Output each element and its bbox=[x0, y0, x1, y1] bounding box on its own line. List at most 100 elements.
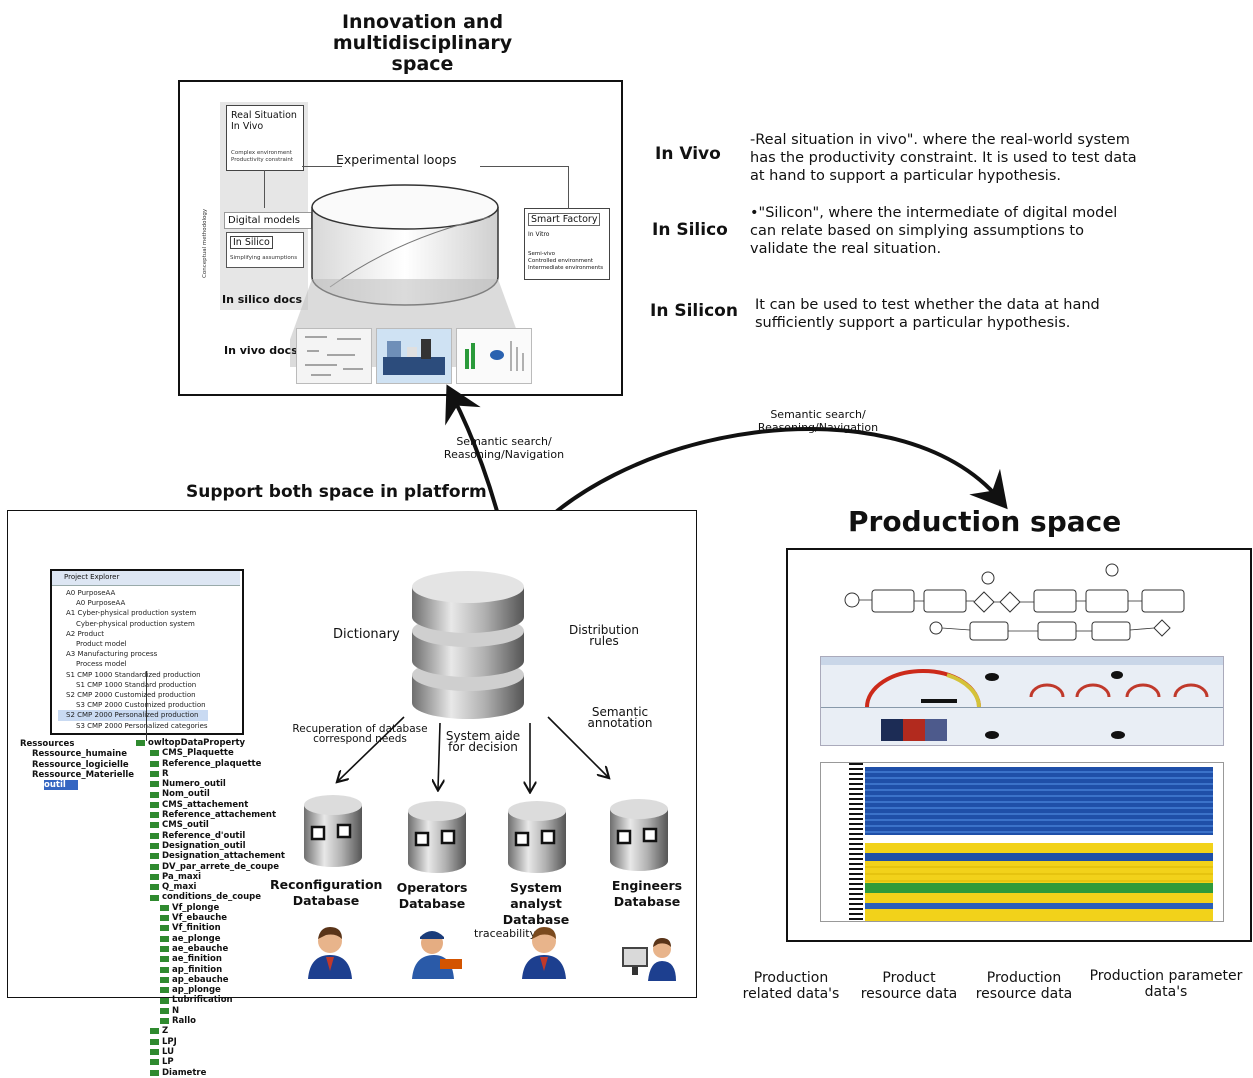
ontology-property-item[interactable]: owltopDataProperty bbox=[148, 738, 246, 748]
ontology-property-item[interactable]: ap_plonge bbox=[172, 985, 221, 996]
ontology-property-item[interactable]: Pa_maxi bbox=[162, 871, 201, 882]
digital-models-label: Digital models bbox=[224, 212, 312, 229]
table-yellow-row-4 bbox=[865, 909, 1213, 921]
smart-factory-connector bbox=[480, 166, 569, 209]
reconfiguration-database-icon bbox=[304, 795, 362, 867]
ontology-property-item[interactable]: Reference_attachement bbox=[162, 810, 277, 821]
operators-database-icon bbox=[408, 801, 466, 873]
ontology-property-item[interactable]: Reference_plaquette bbox=[162, 758, 262, 769]
ontology-property-item[interactable]: CMS_attachement bbox=[162, 799, 249, 810]
ontology-property-item[interactable]: Designation_attachement bbox=[162, 851, 285, 862]
ontology-property-item[interactable]: ap_ebauche bbox=[172, 974, 229, 985]
bar-navy bbox=[881, 719, 903, 741]
ontology-property-item[interactable]: DV_par_arrete_de_coupe bbox=[162, 861, 279, 872]
property-marker-icon bbox=[160, 1007, 169, 1014]
ontology-property-item[interactable]: LP bbox=[162, 1057, 174, 1068]
property-marker-icon bbox=[160, 976, 169, 983]
innovation-space-panel: Real Situation In Vivo Complex environme… bbox=[178, 80, 623, 396]
ontology-property-item[interactable]: Vf_finition bbox=[172, 923, 221, 934]
caption-production-resource: Production resource data bbox=[975, 970, 1073, 1002]
table-yellow-row-3 bbox=[865, 893, 1213, 903]
property-marker-icon bbox=[150, 801, 159, 808]
ontology-property-item[interactable]: Nom_outil bbox=[162, 789, 210, 800]
recuperation-label: Recuperation of database correspond need… bbox=[292, 723, 428, 745]
property-marker-icon bbox=[150, 781, 159, 788]
gauge-marker-b bbox=[1111, 671, 1123, 679]
dictionary-database-icon bbox=[412, 571, 524, 719]
engineers-database-label: Engineers Database bbox=[611, 878, 683, 909]
table-row-headers bbox=[849, 763, 863, 921]
table-blue-row bbox=[865, 853, 1213, 861]
ontology-property-item[interactable]: Vf_ebauche bbox=[172, 913, 228, 924]
ontology-property-item[interactable]: Reference_d'outil bbox=[162, 830, 246, 841]
ontology-property-item[interactable]: Designation_outil bbox=[162, 840, 246, 851]
dashboard-top-bar bbox=[821, 657, 1223, 665]
property-marker-icon bbox=[150, 884, 159, 891]
ontology-property-item[interactable]: LPJ bbox=[162, 1036, 177, 1047]
property-marker-icon bbox=[160, 904, 169, 911]
right-arrow-label: Semantic search/ Reasoning/Navigation bbox=[757, 408, 879, 434]
table-yellow-row-2 bbox=[865, 861, 1213, 883]
real-situation-connector bbox=[302, 166, 342, 167]
ontology-property-item[interactable]: CMS_Plaquette bbox=[162, 748, 234, 759]
property-marker-icon bbox=[150, 760, 159, 767]
property-marker-icon bbox=[150, 873, 159, 880]
in-silico-docs-label: In silico docs bbox=[222, 293, 303, 306]
platform-panel: Project Explorer A0 PurposeAA A0 Purpose… bbox=[7, 510, 697, 1078]
ontology-property-item[interactable]: Numero_outil bbox=[162, 779, 226, 790]
ontology-property-item[interactable]: R bbox=[162, 768, 169, 779]
property-marker-icon bbox=[150, 1069, 159, 1076]
innovation-space-title: Innovation and multidisciplinary space bbox=[332, 11, 513, 75]
production-space-title: Production space bbox=[848, 505, 1122, 538]
property-marker-icon bbox=[150, 843, 159, 849]
property-marker-icon bbox=[150, 832, 159, 839]
property-marker-icon bbox=[150, 791, 159, 798]
doc-thumbnail-sketch bbox=[296, 328, 372, 384]
ontology-property-item[interactable]: Z bbox=[162, 1026, 169, 1037]
distribution-rules-label: Distribution rules bbox=[568, 623, 639, 648]
left-arrow-label: Semantic search/ Reasoning/Navigation bbox=[443, 435, 565, 461]
operators-database-label: Operators Database bbox=[396, 880, 468, 911]
definition-term-in-silico: In Silico bbox=[652, 220, 728, 240]
property-marker-icon bbox=[150, 1049, 159, 1055]
ontology-property-item[interactable]: Vf_plonge bbox=[172, 902, 220, 913]
caption-product-resource: Product resource data bbox=[860, 970, 958, 1002]
production-space-panel bbox=[786, 548, 1252, 942]
ontology-property-item[interactable]: ap_finition bbox=[172, 964, 223, 975]
system-aide-label: System aide for decision bbox=[445, 729, 521, 754]
property-marker-icon bbox=[160, 1018, 169, 1025]
explorer-pointer-line bbox=[146, 671, 147, 741]
caption-production-related: Production related data's bbox=[742, 970, 840, 1002]
property-marker-icon bbox=[150, 770, 159, 777]
ontology-class-tree: Ressources Ressource_humaine Ressource_l… bbox=[20, 739, 135, 791]
property-marker-icon bbox=[160, 925, 169, 932]
doc-thumbnail-factory bbox=[376, 328, 452, 384]
system-analyst-database-icon bbox=[508, 801, 566, 873]
in-vivo-docs-label: In vivo docs bbox=[224, 344, 298, 357]
ontology-property-item[interactable]: Diametre bbox=[162, 1067, 207, 1078]
property-marker-icon bbox=[160, 956, 169, 963]
gauge-marker-c bbox=[985, 731, 999, 739]
property-marker-icon bbox=[160, 946, 169, 952]
table-blue-row-2 bbox=[865, 903, 1213, 909]
ontology-property-item[interactable]: LU bbox=[162, 1046, 175, 1057]
ontology-property-item[interactable]: ae_plonge bbox=[172, 933, 221, 944]
ontology-property-item[interactable]: Q_maxi bbox=[162, 882, 197, 893]
connector-line bbox=[264, 170, 265, 208]
ontology-property-item[interactable]: conditions_de_coupe bbox=[162, 892, 261, 903]
in-silico-box: In Silico Simplifying assumptions bbox=[226, 232, 304, 268]
project-explorer-header: Project Explorer bbox=[52, 571, 240, 586]
gauge-marker-d bbox=[1111, 731, 1125, 739]
project-explorer-tree: A0 PurposeAA A0 PurposeAA A1 Cyber-physi… bbox=[58, 588, 208, 731]
manager-user-icon bbox=[308, 927, 352, 979]
table-white-band bbox=[865, 835, 1213, 841]
semantic-annotation-label: Semantic annotation bbox=[587, 705, 653, 730]
property-marker-icon bbox=[160, 966, 169, 973]
property-marker-icon bbox=[150, 894, 159, 901]
property-marker-icon bbox=[150, 812, 159, 819]
property-marker-icon bbox=[160, 987, 169, 994]
ontology-property-item[interactable]: ae_ebauche bbox=[172, 943, 229, 954]
ontology-property-item[interactable]: CMS_outil bbox=[162, 820, 209, 831]
definition-text-in-vivo: -Real situation in vivo". where the real… bbox=[750, 132, 1137, 184]
ontology-property-item[interactable]: ae_finition bbox=[172, 954, 222, 965]
